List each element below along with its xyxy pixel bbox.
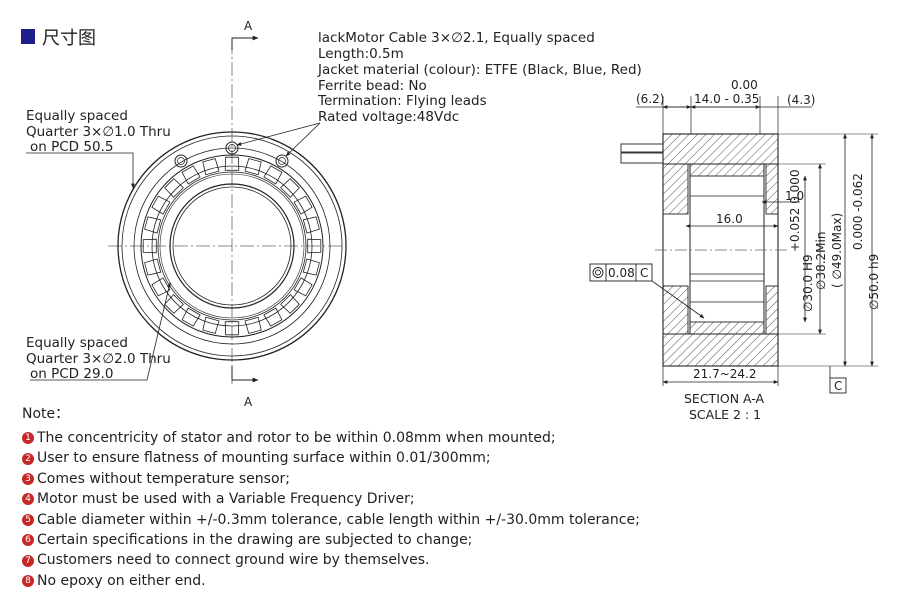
note-number-icon: 6: [22, 534, 34, 547]
stator-slot: [142, 238, 157, 254]
datum-bottom: C: [834, 379, 842, 393]
stator-slot: [164, 178, 184, 198]
stator-slot: [302, 216, 320, 234]
note-number-icon: 4: [22, 493, 34, 506]
stator-slot: [263, 165, 283, 185]
section-mark-top: A: [244, 19, 253, 33]
section-mark-bottom: A: [244, 395, 253, 409]
note-number-icon: 8: [22, 575, 34, 588]
stator-slot: [293, 195, 313, 215]
mounting-hole: [225, 141, 239, 155]
note-text: Certain specifications in the drawing ar…: [37, 532, 473, 549]
section-caption: SECTION A-A: [684, 391, 765, 406]
datum-box: [829, 377, 847, 394]
note-text: The concentricity of stator and rotor to…: [37, 430, 556, 446]
header-title: 尺寸图: [42, 28, 96, 49]
note-text: Cable diameter within +/-0.3mm tolerance…: [37, 511, 640, 528]
stator-slot: [181, 307, 201, 327]
concentricity-icon: [592, 267, 604, 278]
cable-spec-line: Rated voltage:48Vdc: [318, 109, 459, 125]
mounting-hole: [275, 154, 289, 168]
concentricity-value: 0.08: [608, 266, 635, 280]
note-number-icon: 1: [22, 432, 34, 445]
concentricity-frame: [589, 263, 653, 282]
dim-nominal: 14.0 - 0.35: [694, 92, 759, 106]
note-text: Motor must be used with a Variable Frequ…: [37, 491, 415, 508]
stator-slot: [202, 158, 220, 176]
dim-inner-length: 16.0: [716, 212, 743, 226]
cable-spec-line: Length:0.5m: [318, 46, 404, 62]
note-number-icon: 5: [22, 513, 34, 526]
dim-right-step: (4.3): [787, 93, 815, 107]
cable-spec-line: lackMotor Cable 3×∅2.1, Equally spaced: [318, 30, 595, 46]
dim-outer-tol: 0.000 -0.062: [851, 173, 865, 250]
dim-inner-max: ( ∅49.0Max): [830, 213, 844, 288]
stator-slot: [307, 238, 322, 254]
section-view: (6.2) 0.00 14.0 - 0.35 (4.3) 1.0 16.0 +0…: [589, 78, 881, 422]
hole-callout-line: on PCD 29.0: [30, 366, 113, 382]
stator-slot: [144, 216, 162, 234]
stator-slot: [202, 316, 220, 334]
dim-bore: ∅30.0 H9: [801, 254, 815, 312]
stator-slot: [280, 294, 300, 314]
dim-tol-upper: 0.00: [731, 78, 758, 92]
front-view: A A lackMotor Cable 3×∅2.1, Equally spac…: [26, 19, 642, 409]
stator-slot: [151, 195, 171, 215]
stator-slot: [293, 277, 313, 297]
note-text: User to ensure flatness of mounting surf…: [37, 450, 491, 467]
dim-inner-min: ∅38.2Min: [814, 232, 828, 290]
hole-callout-line: Equally spaced: [26, 108, 128, 124]
cable-spec-line: Termination: Flying leads: [317, 93, 487, 109]
stator-slot: [244, 158, 262, 176]
notes-title: Note：: [22, 406, 70, 422]
stator-slot: [224, 321, 240, 336]
stator-slot: [224, 156, 240, 171]
dim-inner-gap: 1.0: [785, 189, 804, 203]
dim-bore-tol: +0.052 0.000: [788, 169, 802, 252]
header-square-icon: [21, 29, 35, 44]
hole-callout-line: on PCD 50.5: [30, 139, 113, 155]
dim-left-step: (6.2): [636, 92, 664, 106]
cable-spec-line: Jacket material (colour): ETFE (Black, B…: [317, 62, 642, 78]
cable-spec-line: Ferrite bead: No: [318, 78, 427, 94]
section-scale: SCALE 2 : 1: [689, 407, 761, 422]
stator-slot: [244, 316, 262, 334]
stator-slot: [151, 277, 171, 297]
stator-slot: [280, 178, 300, 198]
stator-slot: [144, 258, 162, 276]
note-number-icon: 2: [22, 452, 34, 465]
hole-callout-line: Quarter 3×∅2.0 Thru: [26, 351, 171, 367]
note-text: Comes without temperature sensor;: [37, 470, 290, 487]
note-number-icon: 7: [22, 554, 34, 567]
dim-length-range: 21.7~24.2: [693, 367, 757, 381]
note-text: No epoxy on either end.: [37, 572, 206, 589]
note-number-icon: 3: [22, 473, 34, 486]
dim-outer: ∅50.0 h9: [867, 254, 881, 310]
stator-slot: [181, 165, 201, 185]
note-text: Customers need to connect ground wire by…: [37, 552, 430, 569]
stator-slot: [302, 258, 320, 276]
hole-callout-line: Equally spaced: [26, 335, 128, 351]
concentricity-datum: C: [640, 266, 648, 280]
mounting-hole: [174, 154, 188, 168]
stator-slot: [263, 307, 283, 327]
hole-callout-line: Quarter 3×∅1.0 Thru: [26, 124, 171, 140]
stator-slots: [142, 156, 322, 336]
